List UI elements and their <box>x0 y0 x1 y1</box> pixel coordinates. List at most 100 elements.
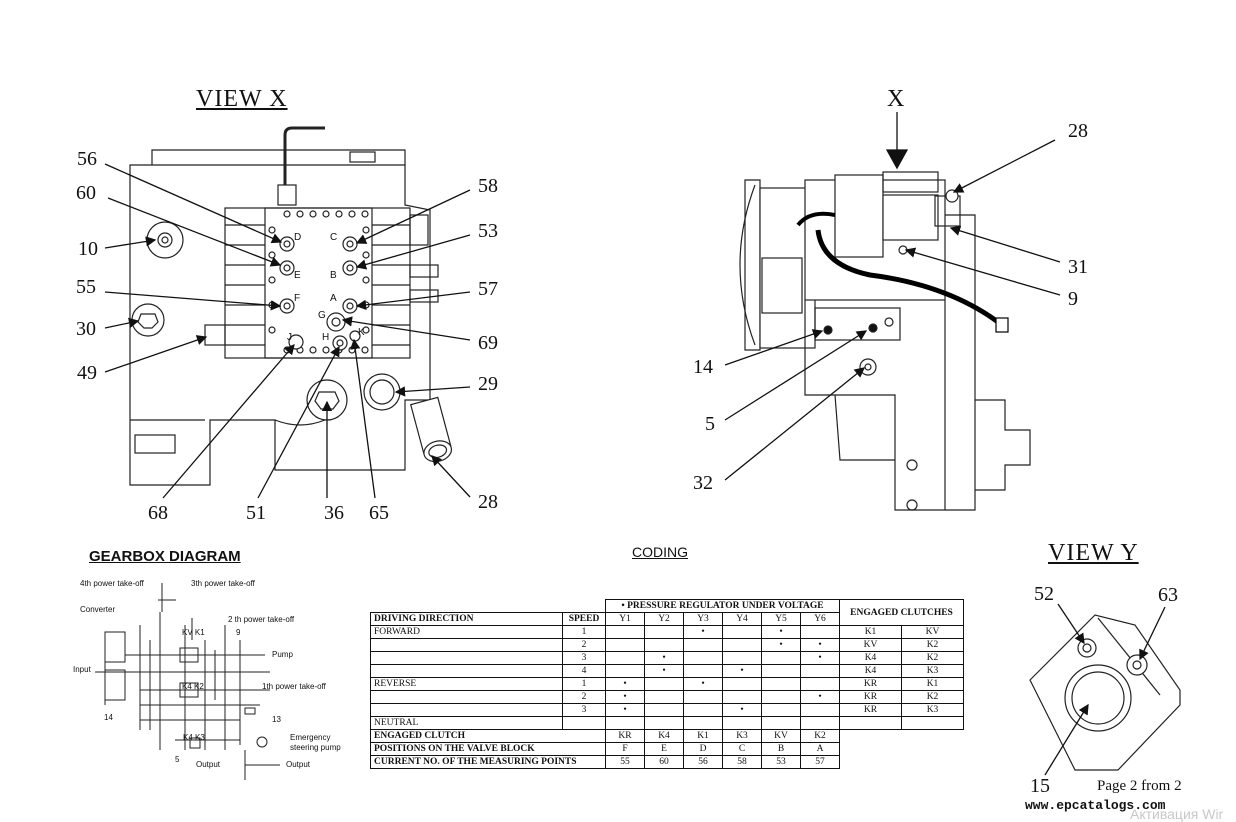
coding-footer-value: K3 <box>722 729 762 743</box>
coding-direction-header: DRIVING DIRECTION <box>370 612 563 626</box>
coding-regulator-cell <box>644 716 684 730</box>
view-x-leaders <box>104 163 471 499</box>
coding-regulator-cell <box>605 664 645 678</box>
callout-52: 52 <box>1034 583 1054 605</box>
coding-footer-label: CURRENT NO. OF THE MEASURING POINTS <box>370 755 606 769</box>
coding-regulator-cell <box>644 677 684 691</box>
coding-footer-value: C <box>722 742 762 756</box>
label-emergency: Emergency <box>290 733 331 742</box>
callout-28-viewx: 28 <box>478 491 498 513</box>
valve-letter-g: G <box>318 310 326 321</box>
label-input: Input <box>73 665 91 674</box>
valve-letter-e: E <box>294 270 301 281</box>
coding-direction-cell <box>370 703 563 717</box>
coding-regulator-cell: • <box>605 703 645 717</box>
label-pto4: 4th power take-off <box>80 579 144 588</box>
activation-watermark: Активация Wir <box>1130 806 1224 822</box>
coding-col-y6: Y6 <box>800 612 840 626</box>
coding-footer-value: 58 <box>722 755 762 769</box>
view-x-arrow-label: X <box>887 86 906 112</box>
coding-footer-value: KV <box>761 729 801 743</box>
coding-footer-blank <box>840 756 964 769</box>
coding-regulator-cell <box>683 716 723 730</box>
label-9: 9 <box>236 628 241 637</box>
coding-regulator-cell <box>644 703 684 717</box>
callout-58: 58 <box>478 175 498 197</box>
callout-31: 31 <box>1068 256 1088 278</box>
coding-clutch-cell: K4 <box>839 651 902 665</box>
coding-blank-cell <box>371 600 606 613</box>
callout-29: 29 <box>478 373 498 395</box>
coding-speed-cell: 2 <box>562 638 606 652</box>
coding-regulator-cell <box>605 716 645 730</box>
coding-clutch-cell: KV <box>901 625 964 639</box>
callout-15: 15 <box>1030 775 1050 797</box>
coding-regulator-cell: • <box>644 651 684 665</box>
coding-speed-cell: 3 <box>562 651 606 665</box>
coding-clutch-cell: K3 <box>901 664 964 678</box>
coding-regulator-cell <box>722 677 762 691</box>
callout-5: 5 <box>705 413 715 435</box>
valve-letter-f: F <box>294 293 301 304</box>
coding-regulator-cell <box>605 651 645 665</box>
coding-regulator-cell <box>683 664 723 678</box>
coding-regulator-cell: • <box>761 638 801 652</box>
label-pto1: 1th power take-off <box>262 682 326 691</box>
coding-clutch-header: ENGAGED CLUTCHES <box>839 599 964 626</box>
coding-clutch-cell: K2 <box>901 638 964 652</box>
coding-regulator-cell: • <box>800 651 840 665</box>
coding-row: NEUTRAL <box>370 716 964 730</box>
coding-speed-cell: 3 <box>562 703 606 717</box>
coding-title: CODING <box>632 544 688 560</box>
coding-regulator-cell <box>683 651 723 665</box>
valve-letter-k: K <box>358 327 365 338</box>
coding-direction-cell <box>370 638 563 652</box>
view-x-title: VIEW X <box>196 86 288 112</box>
coding-regulator-cell <box>761 703 801 717</box>
coding-footer-value: D <box>683 742 723 756</box>
coding-speed-header: SPEED <box>562 612 606 626</box>
coding-footer-blank <box>840 730 964 743</box>
coding-regulator-cell: • <box>683 677 723 691</box>
valve-letter-c: C <box>330 232 338 243</box>
coding-regulator-cell <box>761 716 801 730</box>
coding-regulator-cell <box>800 664 840 678</box>
coding-col-y5: Y5 <box>761 612 801 626</box>
coding-regulator-cell <box>800 625 840 639</box>
callout-30: 30 <box>76 318 96 340</box>
coding-footer-label: POSITIONS ON THE VALVE BLOCK <box>370 742 606 756</box>
callout-32: 32 <box>693 472 713 494</box>
coding-footer-value: F <box>605 742 645 756</box>
coding-regulator-cell <box>722 625 762 639</box>
page-number: Page 2 from 2 <box>1097 778 1182 794</box>
coding-col-y3: Y3 <box>683 612 723 626</box>
coding-regulator-cell <box>761 664 801 678</box>
coding-speed-cell: 1 <box>562 677 606 691</box>
coding-footer-value: 55 <box>605 755 645 769</box>
coding-direction-cell: FORWARD <box>370 625 563 639</box>
coding-footer-value: K2 <box>800 729 840 743</box>
coding-regulator-cell <box>761 690 801 704</box>
coding-regulator-cell <box>722 651 762 665</box>
coding-footer-value: KR <box>605 729 645 743</box>
coding-regulator-cell <box>800 703 840 717</box>
coding-regulator-cell: • <box>605 690 645 704</box>
coding-direction-cell: REVERSE <box>370 677 563 691</box>
view-y-title: VIEW Y <box>1048 540 1139 566</box>
coding-footer-value: 60 <box>644 755 684 769</box>
coding-col-y4: Y4 <box>722 612 762 626</box>
callout-49: 49 <box>77 362 97 384</box>
label-output-left: Output <box>196 760 221 769</box>
callout-9: 9 <box>1068 288 1078 310</box>
coding-regulator-cell <box>644 690 684 704</box>
callout-57: 57 <box>478 278 498 300</box>
coding-speed-cell: 1 <box>562 625 606 639</box>
coding-regulator-cell <box>722 690 762 704</box>
coding-footer-value: A <box>800 742 840 756</box>
